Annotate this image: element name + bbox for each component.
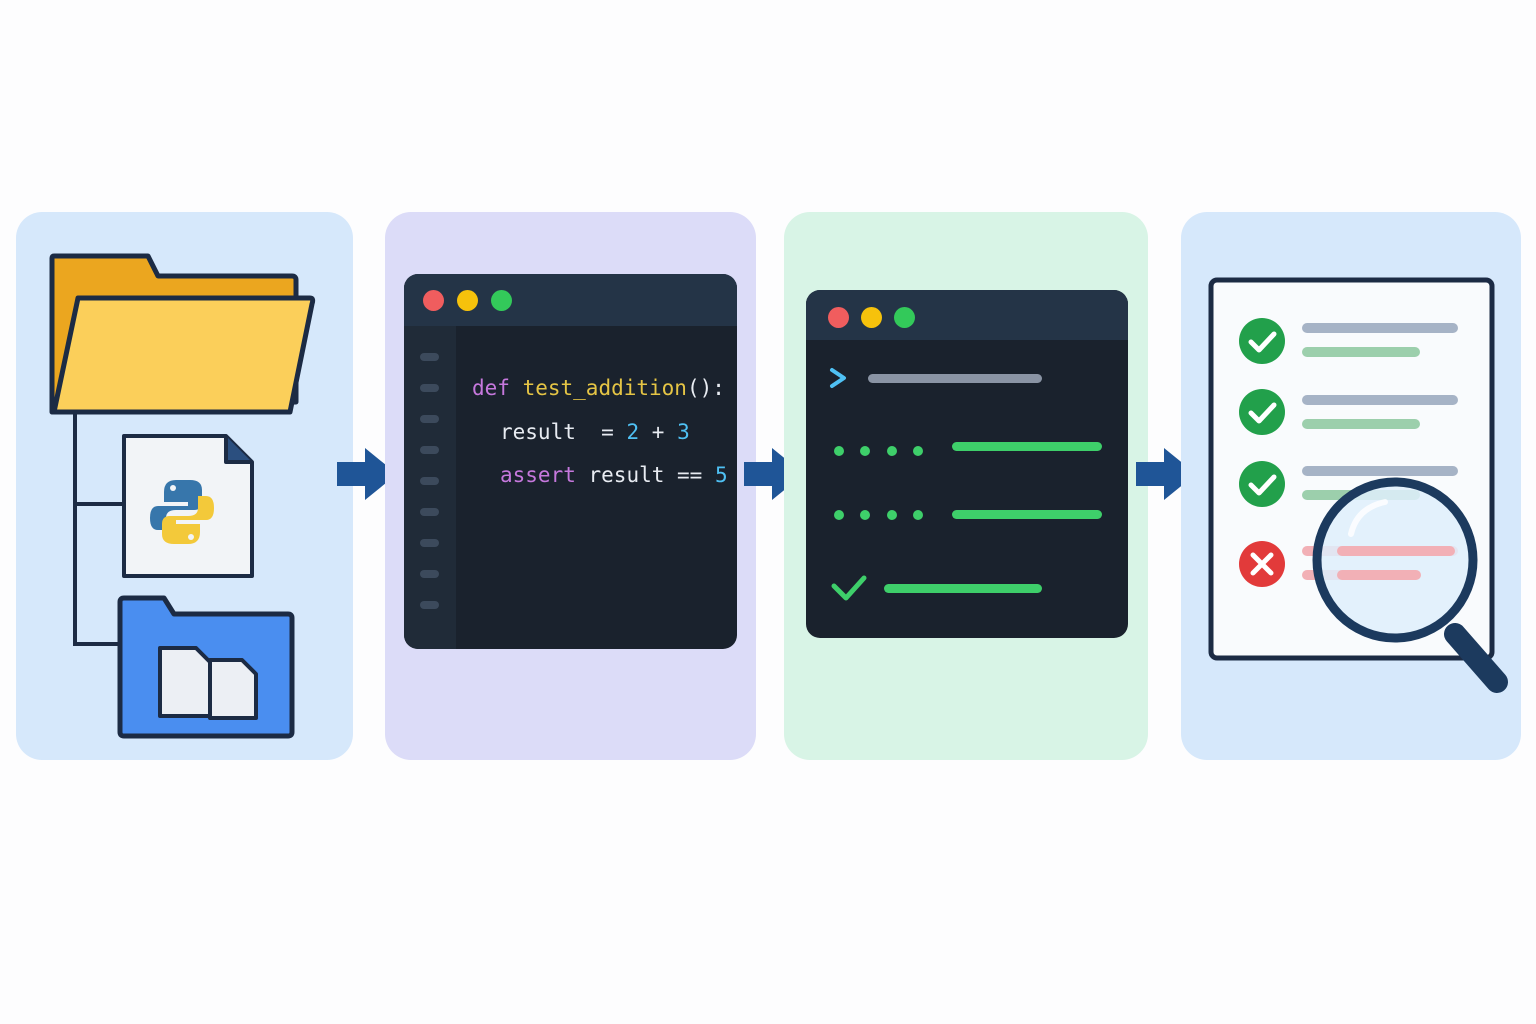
expected-value: 5 [714,463,728,487]
result-row-pass [1239,318,1458,364]
assert-expression: result == [588,463,703,487]
pass-check-icon [1239,389,1285,435]
tree-connectors [73,412,123,646]
arrow-right-icon [337,448,397,500]
gutter-mark [420,415,439,423]
progress-dots-2 [834,510,923,520]
keyword-def: def [472,376,510,400]
terminal-titlebar [806,290,1128,340]
output-line [952,442,1102,451]
documents-folder-icon [117,595,295,739]
command-line [868,374,1042,383]
minimize-dot-icon [861,307,882,328]
plus-operator: + [651,420,665,444]
keyword-assert: assert [500,463,576,487]
number-literal: 3 [677,420,690,444]
pass-check-icon [1239,318,1285,364]
progress-dots-1 [834,446,923,456]
function-signature-end: (): [686,376,725,400]
python-logo-icon [150,480,214,544]
write-test-panel: def test_addition(): result = 2 + 3 asse… [385,212,756,760]
terminal-output [830,368,1102,601]
terminal-window [806,290,1128,638]
test-report [1208,277,1508,693]
maximize-dot-icon [491,290,512,311]
close-dot-icon [423,290,444,311]
gutter-mark [420,384,439,392]
code-line-2: result = 2 + 3 [500,422,690,443]
gutter-mark [420,353,439,361]
project-files-panel [16,212,353,760]
result-row-pass [1239,389,1458,435]
folder-icon [49,253,316,415]
gutter-mark [420,508,439,516]
maximize-dot-icon [894,307,915,328]
arrow-right-icon [744,448,804,500]
output-line [952,510,1102,519]
function-name: test_addition [522,376,687,400]
python-file-icon [122,434,254,578]
review-results-panel [1181,212,1521,760]
minimize-dot-icon [457,290,478,311]
editor-titlebar [404,274,737,326]
check-icon [831,575,867,601]
file-tree [49,253,316,739]
gutter-mark [420,570,439,578]
gutter-mark [420,446,439,454]
variable-name: result [500,420,576,444]
code-editor-window: def test_addition(): result = 2 + 3 asse… [404,274,737,649]
gutter-mark [420,601,439,609]
output-line [884,584,1042,593]
gutter-mark [420,477,439,485]
pass-check-icon [1239,461,1285,507]
assign-operator: = [601,420,614,444]
number-literal: 2 [626,420,640,444]
gutter-mark [420,539,439,547]
magnifying-glass-icon [1312,477,1508,693]
line-gutter [404,326,456,649]
code-line-3: assert result == 5 [500,465,728,486]
arrow-right-icon [1136,448,1196,500]
run-tests-panel [784,212,1148,760]
terminal-prompt-icon [830,368,846,388]
code-line-1: def test_addition(): [472,378,725,399]
close-dot-icon [828,307,849,328]
